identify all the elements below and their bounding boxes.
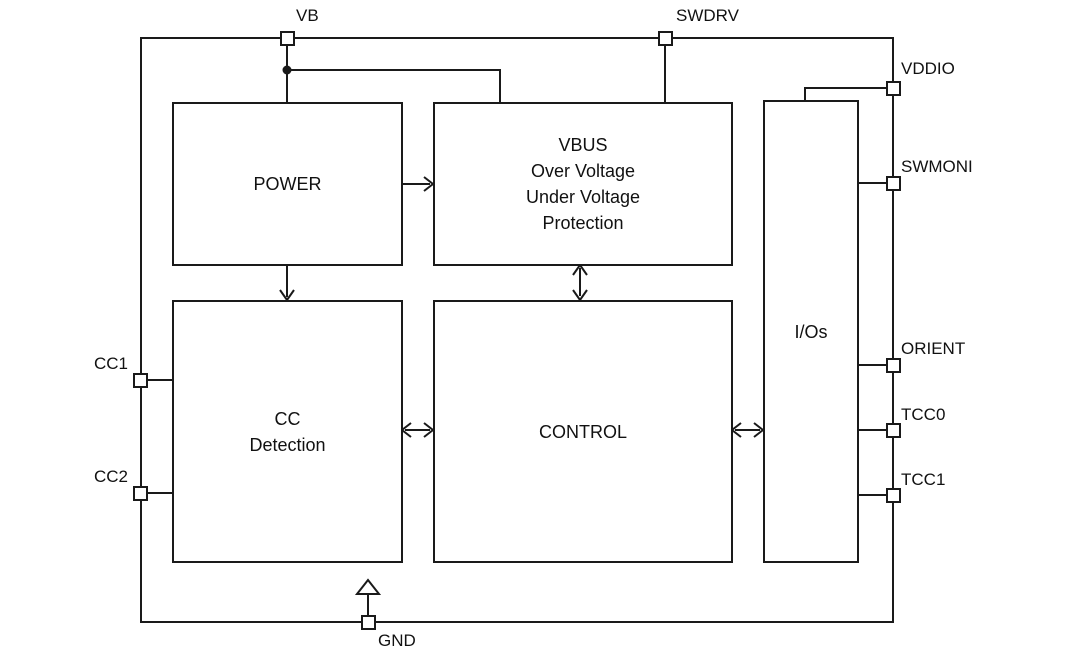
power-block: POWER xyxy=(172,102,403,266)
pin-orient xyxy=(886,358,901,373)
power-block-label: POWER xyxy=(253,174,322,194)
pin-vb xyxy=(280,31,295,46)
ios-block: I/Os xyxy=(763,100,859,563)
control-block-label: CONTROL xyxy=(538,421,627,442)
vbus-block-label-line3: Under Voltage xyxy=(525,187,641,207)
pin-tcc1 xyxy=(886,488,901,503)
pin-gnd xyxy=(361,615,376,630)
ground-symbol-icon xyxy=(354,578,382,595)
pin-swdrv xyxy=(658,31,673,46)
pin-label-tcc1: TCC1 xyxy=(901,470,946,489)
vbus-block-label-line4: Protection xyxy=(542,213,624,233)
pin-cc1 xyxy=(133,373,148,388)
cc-block-label-line1: CC xyxy=(274,408,301,429)
pin-label-gnd: GND xyxy=(378,631,416,650)
pin-label-swdrv: SWDRV xyxy=(676,6,739,25)
vddio-wire xyxy=(804,87,886,100)
vb-branch-wire xyxy=(287,69,501,102)
pin-tcc0 xyxy=(886,423,901,438)
pin-vddio xyxy=(886,81,901,96)
chip-boundary xyxy=(140,37,894,623)
cc-block-label-line2: Detection xyxy=(249,434,326,455)
junction-dot xyxy=(282,65,292,75)
pin-label-vddio: VDDIO xyxy=(901,59,955,78)
pin-label-vb: VB xyxy=(296,6,319,25)
vbus-protection-block: VBUS Over Voltage Under Voltage Protecti… xyxy=(433,102,733,266)
control-block: CONTROL xyxy=(433,300,733,563)
pin-label-orient: ORIENT xyxy=(901,339,966,358)
pin-label-swmoni: SWMONI xyxy=(901,157,973,176)
ios-block-label: I/Os xyxy=(794,321,828,342)
cc-detection-block: CC Detection xyxy=(172,300,403,563)
vbus-block-label-line1: VBUS xyxy=(558,135,608,155)
pin-cc2 xyxy=(133,486,148,501)
pin-label-tcc0: TCC0 xyxy=(901,405,946,424)
vbus-block-label-line2: Over Voltage xyxy=(530,161,636,181)
pin-swmoni xyxy=(886,176,901,191)
pin-label-cc2: CC2 xyxy=(93,467,128,486)
pin-label-cc1: CC1 xyxy=(93,354,128,373)
